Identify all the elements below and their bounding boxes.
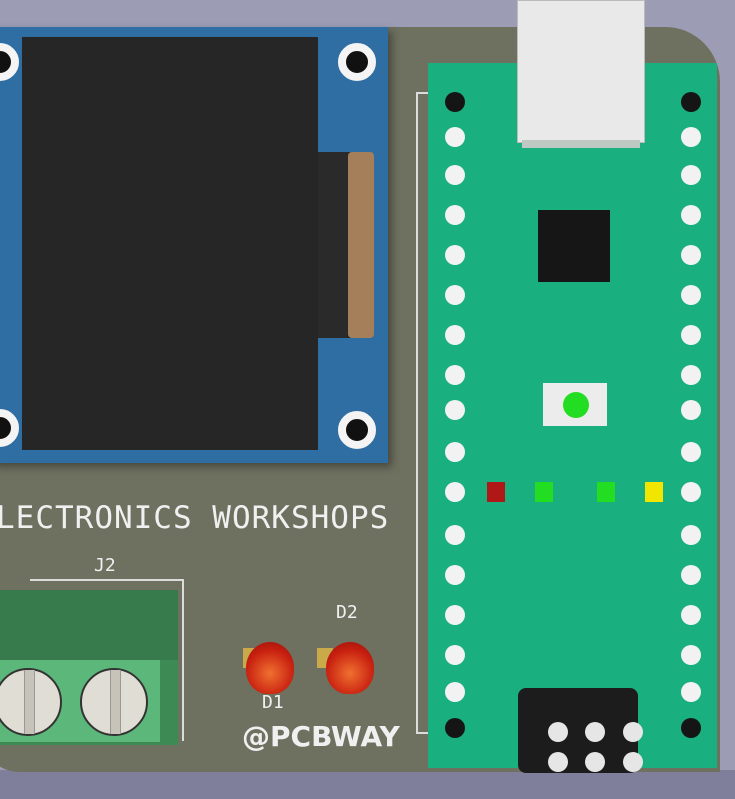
header-pin [681, 127, 701, 147]
usb-connector-base [522, 140, 640, 148]
mounting-hole [338, 43, 376, 81]
header-pin [445, 645, 465, 665]
connector-outline [30, 579, 184, 741]
terminal-block-top [0, 590, 178, 660]
oled-ribbon-cable [348, 152, 374, 338]
background [0, 770, 735, 799]
header-pin [681, 645, 701, 665]
led-d2 [326, 642, 374, 694]
led2-label: D2 [336, 602, 358, 623]
header-pin [445, 525, 465, 545]
header-pin [681, 482, 701, 502]
header-outline [416, 92, 432, 734]
header-pin [445, 245, 465, 265]
header-pin [445, 682, 465, 702]
screw-icon [80, 668, 148, 736]
header-pin [681, 245, 701, 265]
status-led [597, 482, 615, 502]
connector-label: J2 [94, 555, 116, 576]
header-pin [445, 565, 465, 585]
header-pin [445, 365, 465, 385]
header-pin [445, 442, 465, 462]
header-pin [681, 165, 701, 185]
silkscreen-title: LECTRONICS WORKSHOPS [0, 500, 390, 536]
swd-pin [623, 752, 643, 772]
brand-label: @PCBWAY [242, 720, 400, 753]
header-pin [445, 127, 465, 147]
header-pin [681, 682, 701, 702]
led-d1 [246, 642, 294, 694]
header-pin [681, 718, 701, 738]
header-pin [445, 165, 465, 185]
header-pin [445, 605, 465, 625]
header-pin [445, 325, 465, 345]
header-pin [681, 525, 701, 545]
header-pin [681, 365, 701, 385]
header-pin [445, 205, 465, 225]
mounting-hole [0, 43, 19, 81]
header-pin [681, 325, 701, 345]
swd-pin [623, 722, 643, 742]
swd-header [518, 688, 638, 773]
header-pin [681, 565, 701, 585]
header-pin [681, 442, 701, 462]
header-pin [445, 285, 465, 305]
status-led [487, 482, 505, 502]
header-pin [681, 285, 701, 305]
status-led [645, 482, 663, 502]
header-pin [681, 400, 701, 420]
swd-pin [548, 722, 568, 742]
status-led [535, 482, 553, 502]
bootsel-button-cap[interactable] [563, 392, 589, 418]
microcontroller-chip [538, 210, 610, 282]
mounting-hole [338, 411, 376, 449]
header-pin [445, 718, 465, 738]
swd-pin [585, 752, 605, 772]
header-pin [681, 605, 701, 625]
header-pin [445, 92, 465, 112]
swd-pin [585, 722, 605, 742]
oled-screen [22, 37, 318, 450]
header-pin [681, 92, 701, 112]
screw-icon [0, 668, 62, 736]
mounting-hole [0, 409, 19, 447]
usb-connector [517, 0, 645, 143]
led1-label: D1 [262, 692, 284, 713]
header-pin [445, 482, 465, 502]
header-pin [681, 205, 701, 225]
header-pin [445, 400, 465, 420]
swd-pin [548, 752, 568, 772]
